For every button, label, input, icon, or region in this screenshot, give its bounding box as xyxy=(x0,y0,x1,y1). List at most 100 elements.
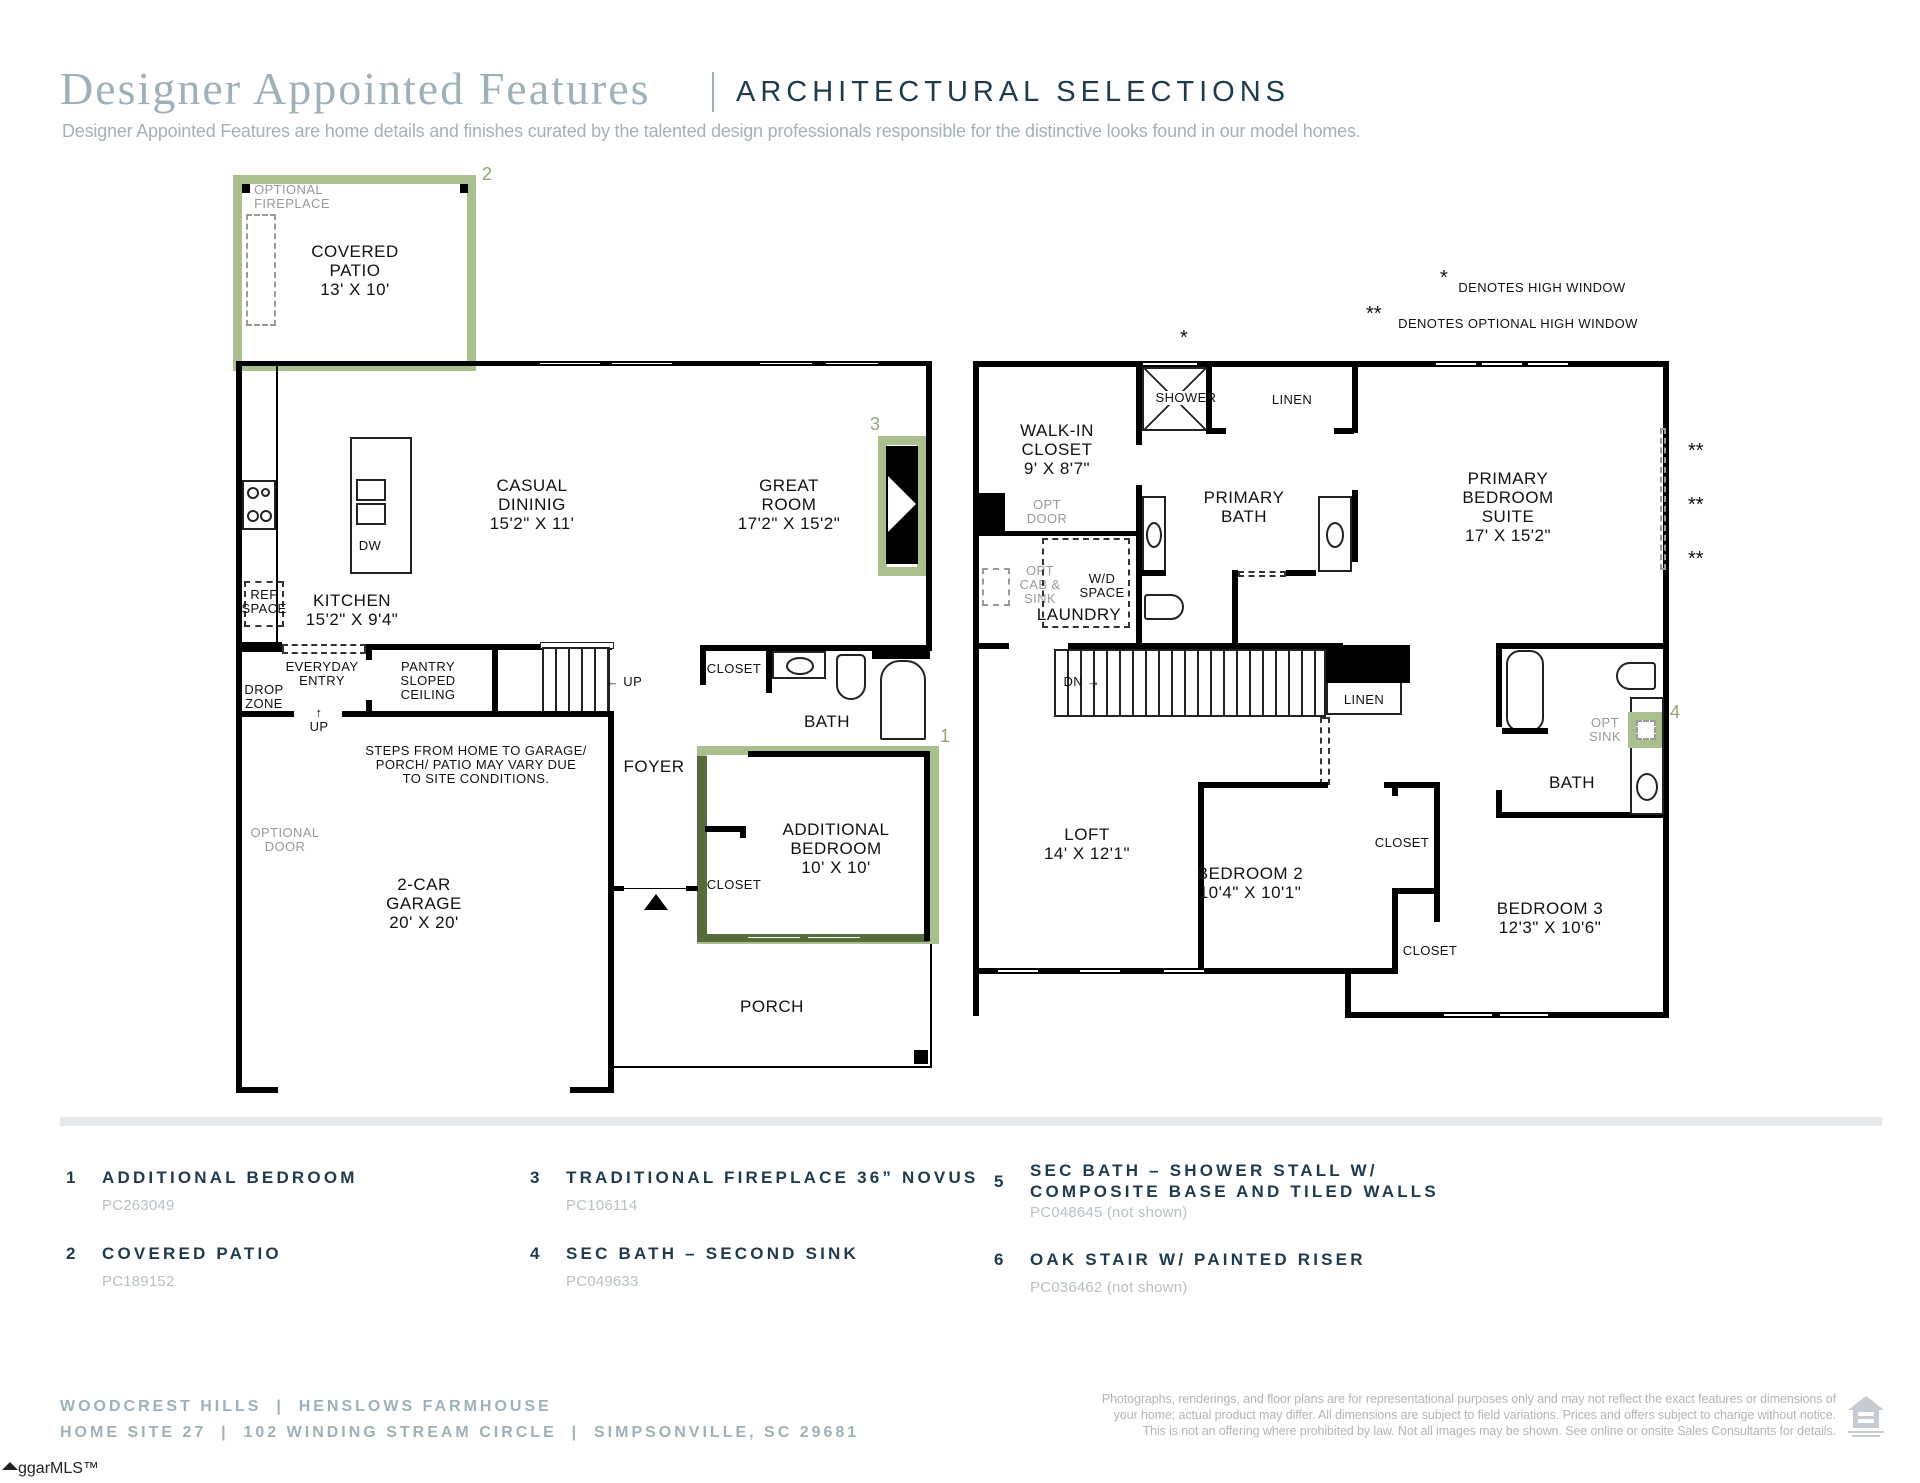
callout-2: 2 xyxy=(482,164,493,184)
opt-high-window-legend: DENOTES OPTIONAL HIGH WINDOW xyxy=(1398,316,1638,331)
callout-3: 3 xyxy=(870,414,881,434)
legend-title: SEC BATH – SHOWER STALL W/COMPOSITE BASE… xyxy=(1030,1161,1439,1201)
bathtub-icon xyxy=(880,660,926,740)
legend-title: ADDITIONAL BEDROOM xyxy=(102,1168,358,1187)
patio-post xyxy=(242,184,250,193)
legend-number: 1 xyxy=(66,1168,76,1187)
garage-top-wall-right xyxy=(342,711,612,717)
staircase-second-floor xyxy=(1054,649,1326,717)
garage-right-wall xyxy=(608,711,614,1093)
burner-icon xyxy=(247,487,259,499)
linen-label: LINEN xyxy=(1271,392,1313,407)
address-line: HOME SITE 27 | 102 WINDING STREAM CIRCLE… xyxy=(60,1424,860,1441)
ref-space-outline xyxy=(244,581,284,627)
b2-closet-lower xyxy=(1392,888,1398,974)
sink-icon xyxy=(786,657,814,675)
window xyxy=(540,361,600,366)
linen-left-wall xyxy=(1206,361,1212,433)
garage-front-right xyxy=(570,1087,614,1093)
covered-patio-highlight xyxy=(233,175,476,371)
hall-linen xyxy=(1326,683,1402,715)
burner-icon xyxy=(260,510,272,522)
legend-code: PC048645 (not shown) xyxy=(1030,1204,1188,1221)
closet-left-wall xyxy=(700,645,706,685)
high-window-legend-star: * xyxy=(1440,267,1448,289)
b2-left-wall xyxy=(1198,782,1204,972)
kitchen-mudroom-wall xyxy=(238,642,282,652)
porch-front-edge xyxy=(612,1066,932,1068)
wc-opt-door xyxy=(1238,571,1286,577)
suite-left-wall-lower xyxy=(1352,490,1358,562)
toilet-icon xyxy=(836,654,866,700)
opt-cabinet-outline xyxy=(982,568,1010,606)
closet-divider-end xyxy=(740,826,746,838)
bath-bottom-wall xyxy=(1496,812,1666,818)
opt-high-window-star: ** xyxy=(1688,440,1704,462)
b2-top-wall-right xyxy=(1384,782,1440,788)
window xyxy=(748,935,800,940)
window xyxy=(1482,361,1522,367)
tub-wall xyxy=(1502,728,1548,734)
fireplace-highlight xyxy=(878,436,926,576)
laundry-label: LAUNDRY xyxy=(1036,605,1122,624)
bedroom-left-wall xyxy=(697,756,707,942)
sink-icon xyxy=(356,479,386,501)
bath-left-wall-lower xyxy=(1496,790,1502,818)
window xyxy=(1500,1012,1548,1018)
window xyxy=(826,361,878,366)
window xyxy=(1436,361,1476,367)
page-subtitle: Designer Appointed Features are home det… xyxy=(62,121,1361,141)
closet-divider xyxy=(705,826,745,832)
high-window-legend: DENOTES HIGH WINDOW xyxy=(1458,280,1626,295)
hall-closet-label: CLOSET xyxy=(706,661,762,676)
toilet-icon xyxy=(1616,662,1656,690)
burner-icon xyxy=(261,488,270,497)
section-divider xyxy=(60,1117,1882,1126)
legend-number: 5 xyxy=(994,1172,1004,1191)
laundry-top-wall xyxy=(979,531,1139,536)
loft-opening xyxy=(1320,717,1330,785)
b3-closet-label: CLOSET xyxy=(1402,943,1458,958)
window xyxy=(1143,361,1197,367)
pantry-right-wall xyxy=(492,644,498,716)
callout-1: 1 xyxy=(940,726,951,746)
legend-title: COVERED PATIO xyxy=(102,1244,282,1263)
bathtub-icon xyxy=(1506,650,1544,732)
garage-front-left xyxy=(238,1087,278,1093)
walkin-right-wall xyxy=(1136,361,1142,445)
window xyxy=(612,361,672,366)
porch-post xyxy=(914,1050,928,1064)
entry-arrow-icon xyxy=(644,894,668,910)
right-wall-2f xyxy=(1663,361,1669,1016)
page-title: Designer Appointed Features xyxy=(60,63,651,114)
b2-top-wall xyxy=(1198,782,1328,788)
house-icon xyxy=(2,1462,18,1470)
garage-up-label: ↑UP xyxy=(309,705,329,734)
garage-top-wall xyxy=(238,711,294,717)
porch-label: PORCH xyxy=(740,997,804,1016)
opt-high-window-star: ** xyxy=(1688,494,1704,516)
window xyxy=(1444,1012,1492,1018)
opt-door-block xyxy=(979,493,1005,533)
left-wall xyxy=(236,361,242,1093)
shower-label: SHOWER xyxy=(1155,390,1217,405)
equal-housing-opportunity-icon xyxy=(1846,1394,1886,1438)
bath-label: BATH xyxy=(803,712,851,731)
hall-linen-label: LINEN xyxy=(1343,692,1385,707)
vanity-left xyxy=(1142,496,1166,572)
linen-block xyxy=(1326,645,1410,683)
cooktop xyxy=(242,480,276,530)
legend-code: PC036462 (not shown) xyxy=(1030,1279,1188,1296)
opt-sink-outline xyxy=(1636,720,1656,740)
sink-icon xyxy=(356,503,386,525)
window xyxy=(1528,361,1568,367)
